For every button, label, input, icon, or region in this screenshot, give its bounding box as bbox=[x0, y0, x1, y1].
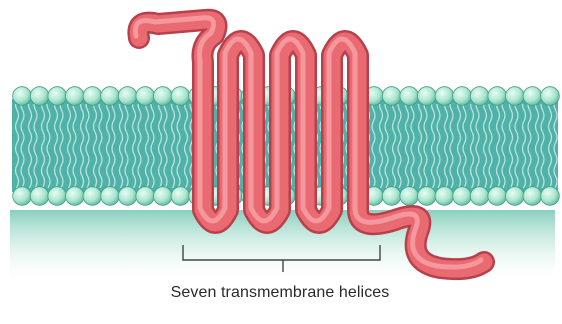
inner-headgroup bbox=[435, 187, 454, 206]
inner-headgroup bbox=[523, 187, 542, 206]
inner-headgroup bbox=[541, 187, 560, 206]
inner-headgroup bbox=[418, 187, 437, 206]
inner-headgroup bbox=[470, 187, 489, 206]
inner-headgroup bbox=[13, 187, 32, 206]
inner-headgroup bbox=[453, 187, 472, 206]
outer-headgroup bbox=[541, 87, 560, 106]
inner-headgroup bbox=[101, 187, 120, 206]
outer-headgroup bbox=[506, 87, 525, 106]
outer-headgroup bbox=[101, 87, 120, 106]
outer-headgroup bbox=[418, 87, 437, 106]
outer-headgroup bbox=[118, 87, 137, 106]
outer-headgroup bbox=[154, 87, 173, 106]
inner-headgroup bbox=[83, 187, 102, 206]
inner-headgroup bbox=[30, 187, 49, 206]
outer-headgroup bbox=[30, 87, 49, 106]
inner-headgroup bbox=[400, 187, 419, 206]
inner-headgroup bbox=[118, 187, 137, 206]
inner-headgroup bbox=[171, 187, 190, 206]
outer-headgroup bbox=[400, 87, 419, 106]
outer-headgroup bbox=[48, 87, 67, 106]
outer-headgroup bbox=[171, 87, 190, 106]
helices-caption: Seven transmembrane helices bbox=[110, 284, 450, 302]
inner-headgroup bbox=[66, 187, 85, 206]
outer-headgroup bbox=[66, 87, 85, 106]
outer-headgroup bbox=[136, 87, 155, 106]
inner-headgroup bbox=[506, 187, 525, 206]
outer-headgroup bbox=[470, 87, 489, 106]
outer-headgroup bbox=[435, 87, 454, 106]
outer-headgroup bbox=[13, 87, 32, 106]
outer-headgroup bbox=[453, 87, 472, 106]
inner-headgroup bbox=[382, 187, 401, 206]
inner-headgroup bbox=[154, 187, 173, 206]
inner-headgroup bbox=[48, 187, 67, 206]
outer-headgroup bbox=[83, 87, 102, 106]
outer-headgroup bbox=[382, 87, 401, 106]
inner-headgroup bbox=[136, 187, 155, 206]
inner-headgroup bbox=[488, 187, 507, 206]
outer-headgroup bbox=[523, 87, 542, 106]
outer-headgroup bbox=[488, 87, 507, 106]
